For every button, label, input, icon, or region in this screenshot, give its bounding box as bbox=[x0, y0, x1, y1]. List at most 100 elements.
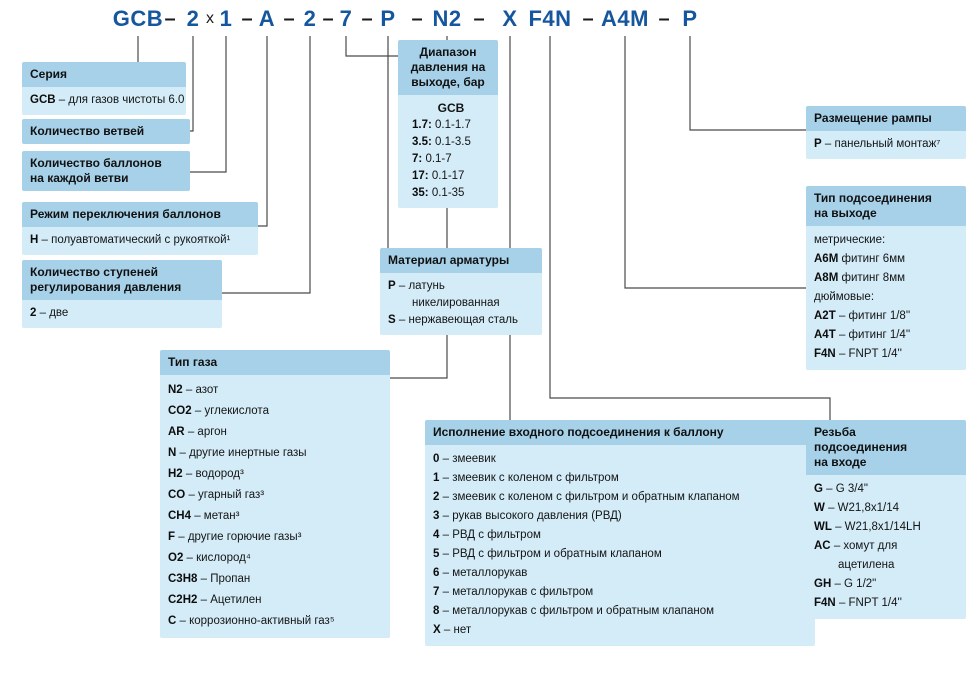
item-code: 17: bbox=[412, 170, 429, 182]
list-item: GH – G 1/2" bbox=[814, 575, 958, 594]
list-item: N – другие инертные газы bbox=[168, 443, 382, 464]
list-item: 17: 0.1-17 bbox=[412, 168, 490, 185]
code-segment: 2 bbox=[186, 6, 200, 31]
item-code: P bbox=[814, 138, 822, 150]
connector-line bbox=[258, 36, 268, 227]
item-label: – кислород⁴ bbox=[186, 552, 251, 564]
list-item: 2 – змеевик с коленом с фильтром и обрат… bbox=[433, 488, 807, 507]
list-item: A4T – фитинг 1/4'' bbox=[814, 326, 958, 345]
code-dash: – bbox=[658, 8, 670, 30]
callout-title: Тип газа bbox=[160, 350, 390, 375]
item-label: 0.1-17 bbox=[431, 170, 465, 182]
callout-title: Количество баллонов на каждой ветви bbox=[22, 151, 190, 191]
item-code: 8 bbox=[433, 605, 440, 617]
connector-line bbox=[222, 36, 311, 294]
code-mult: x bbox=[206, 10, 214, 27]
callout-body: H – полуавтоматический с рукояткой¹ bbox=[22, 227, 258, 256]
item-label: – азот bbox=[185, 384, 219, 396]
list-item: W – W21,8x1/14 bbox=[814, 499, 958, 518]
callout-switch-mode: Режим переключения баллонов H – полуавто… bbox=[22, 202, 258, 256]
item-code: 3 bbox=[433, 510, 440, 522]
callout-cylinders: Количество баллонов на каждой ветви bbox=[22, 151, 190, 191]
item-label: – РВД с фильтром и обратным клапаном bbox=[442, 548, 662, 560]
callout-inlet-connection: Исполнение входного подсоединения к балл… bbox=[425, 420, 815, 646]
list-item: F – другие горючие газы³ bbox=[168, 527, 382, 548]
list-item: 1.7: 0.1-1.7 bbox=[412, 117, 490, 134]
item-label: – металлорукав с фильтром bbox=[442, 586, 594, 598]
item-code: N bbox=[168, 447, 177, 459]
list-item: S – нержавеющая сталь bbox=[388, 312, 534, 329]
callout-title: Диапазон давления на выходе, бар bbox=[398, 40, 498, 95]
item-label: – нержавеющая сталь bbox=[398, 314, 518, 326]
callout-title: Исполнение входного подсоединения к балл… bbox=[425, 420, 815, 445]
item-code: A8M bbox=[814, 272, 839, 284]
callout-title: Тип подсоединения на выходе bbox=[806, 186, 966, 226]
item-code: H bbox=[30, 234, 39, 246]
item-code: CO bbox=[168, 489, 186, 501]
item-label: 0.1-1.7 bbox=[435, 119, 471, 131]
item-label: – коррозионно-активный газ⁵ bbox=[179, 615, 335, 627]
item-code: 2 bbox=[433, 491, 440, 503]
item-label: – хомут для bbox=[833, 540, 898, 552]
item-code: W bbox=[814, 502, 825, 514]
item-code: N2 bbox=[168, 384, 183, 396]
connector-line bbox=[190, 36, 227, 173]
item-label: – металлорукав bbox=[442, 567, 528, 579]
code-segment: 2 bbox=[303, 6, 317, 31]
item-label: – G 1/2" bbox=[834, 578, 877, 590]
callout-series: Серия GCB – для газов чистоты 6.0 bbox=[22, 62, 186, 116]
item-code: AR bbox=[168, 426, 185, 438]
item-code: WL bbox=[814, 521, 832, 533]
item-code: G bbox=[814, 483, 823, 495]
item-label: – фитинг 1/8'' bbox=[838, 310, 911, 322]
code-dash: – bbox=[473, 8, 485, 30]
item-code: 5 bbox=[433, 548, 440, 560]
callout-title: Количество ступеней регулирования давлен… bbox=[22, 260, 222, 300]
item-label: – змеевик с коленом с фильтром и обратны… bbox=[442, 491, 740, 503]
list-item: 1 – змеевик с коленом с фильтром bbox=[433, 469, 807, 488]
pressure-series-label: GCB bbox=[437, 101, 465, 115]
list-item: 7: 0.1-7 bbox=[412, 151, 490, 168]
list-item: 3.5: 0.1-3.5 bbox=[412, 134, 490, 151]
item-code: O2 bbox=[168, 552, 184, 564]
item-code: 1 bbox=[433, 472, 440, 484]
connector-line bbox=[190, 36, 194, 132]
list-item: CH4 – метан³ bbox=[168, 506, 382, 527]
list-item: H – полуавтоматический с рукояткой¹ bbox=[30, 232, 250, 249]
item-label: 0.1-3.5 bbox=[435, 136, 471, 148]
callout-branches: Количество ветвей bbox=[22, 119, 190, 144]
connector-line bbox=[689, 36, 806, 131]
code-segment: 7 bbox=[339, 6, 353, 31]
callout-title: Количество ветвей bbox=[22, 119, 190, 144]
item-label: 0.1-7 bbox=[425, 153, 452, 165]
list-item: P – латунь bbox=[388, 278, 534, 295]
callout-title: Режим переключения баллонов bbox=[22, 202, 258, 227]
item-label: – другие горючие газы³ bbox=[178, 531, 302, 543]
item-label: – метан³ bbox=[194, 510, 240, 522]
item-code: 4 bbox=[433, 529, 440, 541]
code-segment: GCB bbox=[112, 6, 164, 31]
item-label: – G 3/4" bbox=[826, 483, 868, 495]
item-label: – FNPT 1/4'' bbox=[838, 348, 902, 360]
item-label: – W21,8x1/14LH bbox=[835, 521, 921, 533]
list-item: 35: 0.1-35 bbox=[412, 185, 490, 202]
list-item: A8M фитинг 8мм bbox=[814, 269, 958, 288]
list-item: A2T – фитинг 1/8'' bbox=[814, 307, 958, 326]
item-code: 7: bbox=[412, 153, 423, 165]
item-label: фитинг 6мм bbox=[841, 253, 906, 265]
item-code: AC bbox=[814, 540, 831, 552]
callout-body: 2 – две bbox=[22, 300, 222, 329]
item-code: C bbox=[168, 615, 177, 627]
list-item: 2 – две bbox=[30, 305, 214, 322]
list-item: GCB – для газов чистоты 6.0 bbox=[30, 92, 184, 109]
list-item: 7 – металлорукав с фильтром bbox=[433, 583, 807, 602]
connector-line bbox=[549, 36, 831, 420]
item-label: – РВД с фильтром bbox=[442, 529, 541, 541]
list-item: C3H8 – Пропан bbox=[168, 569, 382, 590]
list-item: F4N – FNPT 1/4'' bbox=[814, 594, 958, 613]
callout-body: P – панельный монтаж⁷ bbox=[806, 131, 966, 160]
